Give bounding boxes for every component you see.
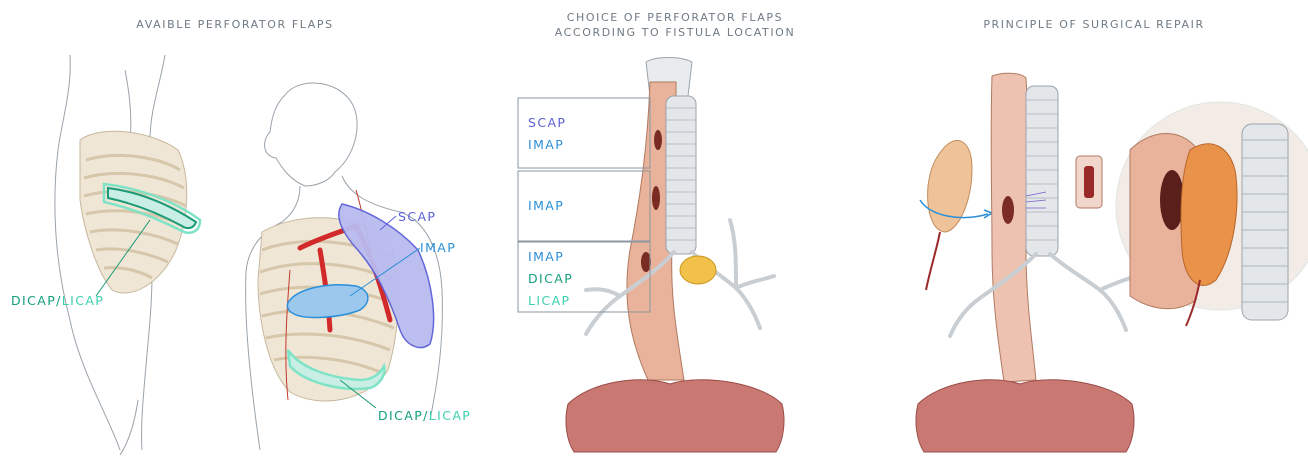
flap-pedicle	[926, 232, 940, 290]
location-box-upper	[518, 98, 650, 168]
lateral-licap-text: LICAP	[62, 293, 104, 308]
label-lateral-dicap-licap: DICAP/LICAP	[11, 293, 104, 308]
label-front-dicap-licap: DICAP/LICAP	[378, 408, 471, 423]
repair-bronchial-tree	[950, 254, 1136, 336]
front-licap-text: LICAP	[429, 408, 471, 423]
panel-choice-by-location: CHOICE OF PERFORATOR FLAPS ACCORDING TO …	[470, 0, 880, 458]
label-scap: SCAP	[398, 209, 436, 224]
lymph-node-cluster	[680, 256, 716, 284]
fistula-middle	[652, 186, 660, 210]
repair-trachea	[1026, 86, 1058, 256]
box3-dicap: DICAP	[528, 271, 573, 286]
label-imap: IMAP	[420, 240, 456, 255]
fistula-upper	[654, 130, 662, 150]
repair-illustration	[880, 0, 1308, 458]
box3-licap: LICAP	[528, 293, 570, 308]
diaphragm	[566, 380, 784, 452]
zoom-trachea	[1242, 124, 1288, 320]
box1-scap: SCAP	[528, 115, 566, 130]
available-flaps-illustration	[0, 0, 470, 458]
zoom-fistula	[1160, 170, 1184, 230]
front-dicap-text: DICAP	[378, 408, 423, 423]
repair-diaphragm	[916, 380, 1134, 452]
panel-available-flaps: AVAIBLE PERFORATOR FLAPS	[0, 0, 470, 458]
box2-imap: IMAP	[528, 198, 564, 213]
repair-fistula	[1002, 196, 1014, 224]
box1-imap: IMAP	[528, 137, 564, 152]
panel-surgical-repair: PRINCIPLE OF SURGICAL REPAIR	[880, 0, 1308, 458]
box3-imap: IMAP	[528, 249, 564, 264]
choice-illustration	[470, 0, 880, 458]
lateral-dicap-text: DICAP	[11, 293, 56, 308]
